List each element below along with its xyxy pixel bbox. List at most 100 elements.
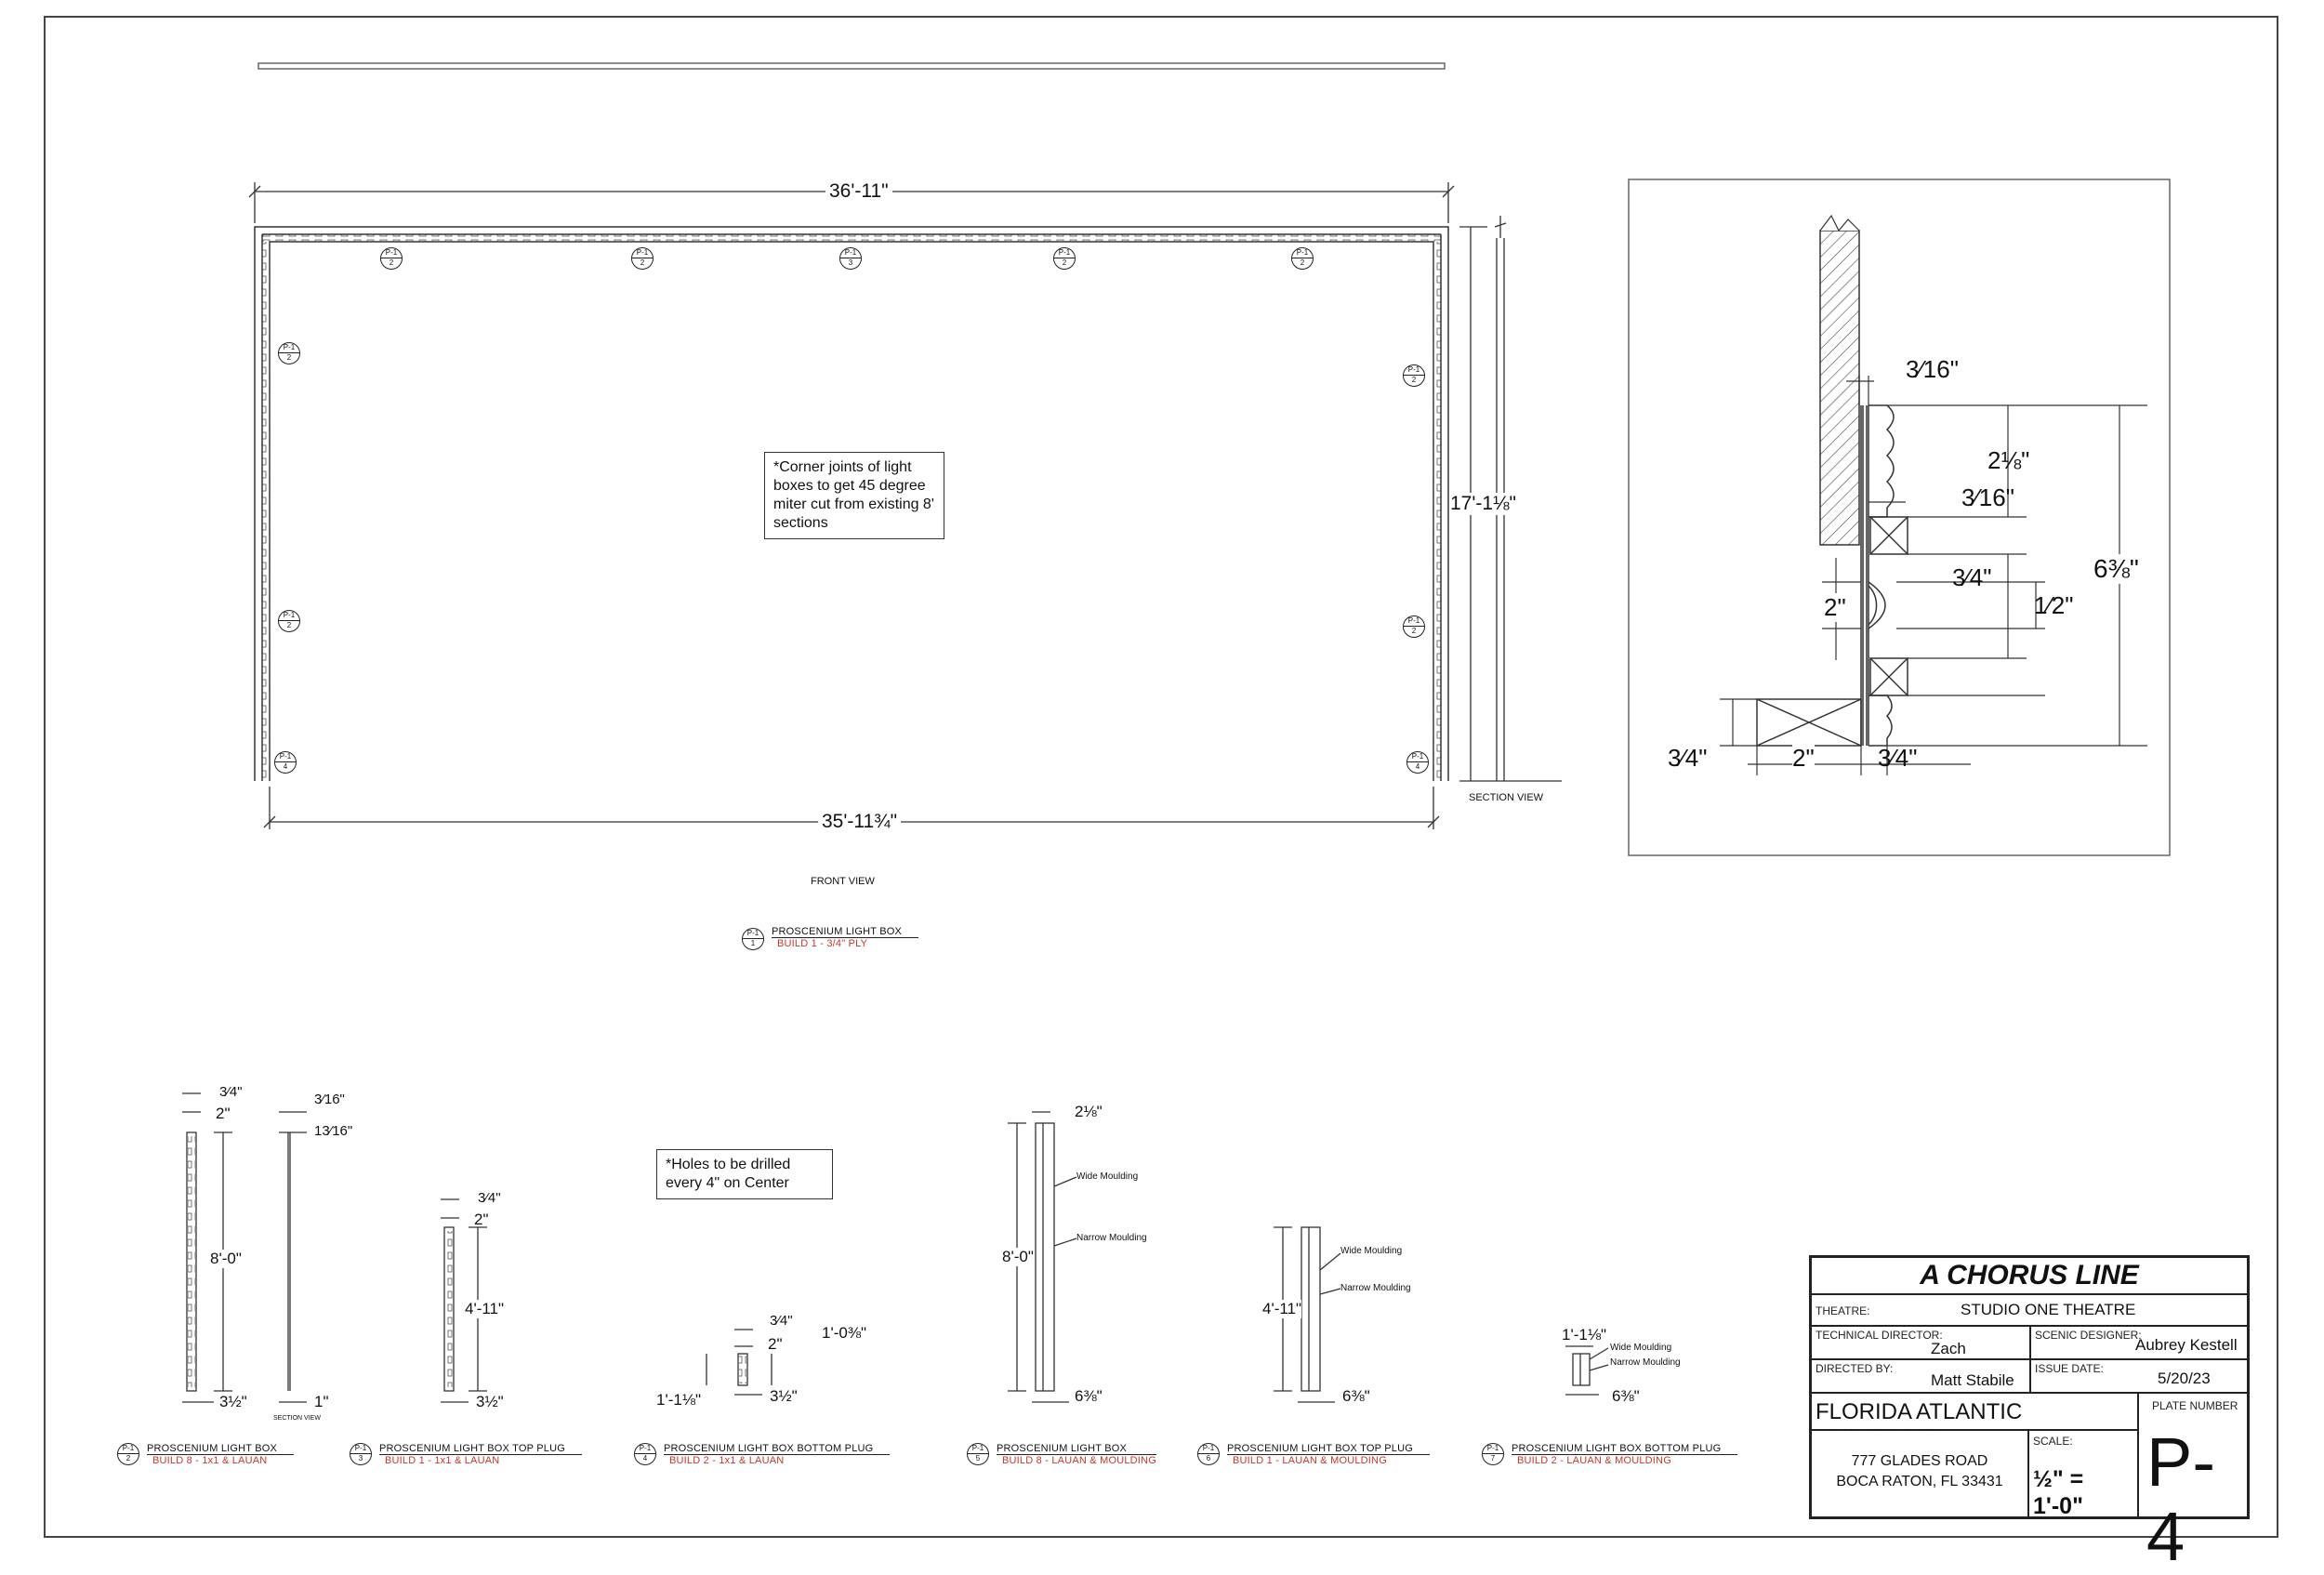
part6-narrow-moulding: Narrow Moulding xyxy=(1340,1283,1411,1293)
part5-top-dim: 2⅛" xyxy=(1075,1103,1103,1120)
part4-width-dim: 2" xyxy=(768,1335,783,1353)
sd-value: Aubrey Kestell xyxy=(2135,1336,2238,1354)
part-2-drawing xyxy=(182,1092,307,1403)
address-line-2: BOCA RATON, FL 33431 xyxy=(1836,1474,2003,1489)
detail-dim: 3⁄4" xyxy=(1878,744,1918,772)
detail-dim: 3⁄4" xyxy=(1952,563,1992,591)
front-width-bottom-dim: 35'-11¾" xyxy=(818,811,902,833)
plate-number: P-4 xyxy=(2146,1423,2215,1575)
title-block-td-cell: TECHNICAL DIRECTOR: Zach Pitchman xyxy=(1811,1326,2030,1376)
part-5-drawing xyxy=(1008,1111,1077,1403)
part2-bottom-dim: 3½" xyxy=(219,1393,247,1410)
title-block-sd-cell: SCENIC DESIGNER: Aubrey Kestell xyxy=(2030,1326,2248,1359)
part3-height-dim: 4'-11" xyxy=(465,1300,505,1318)
td-label: TECHNICAL DIRECTOR: xyxy=(1816,1329,1943,1342)
scale-label: SCALE: xyxy=(2033,1435,2073,1448)
part3-top-dim: 3⁄4" xyxy=(478,1190,501,1206)
title-block-show-cell: A CHORUS LINE xyxy=(1811,1257,2248,1294)
issue-value: 5/20/23 xyxy=(2158,1370,2211,1387)
part6-height-dim: 4'-11" xyxy=(1262,1300,1302,1318)
dir-label: DIRECTED BY: xyxy=(1816,1362,1894,1375)
part2-height-dim: 8'-0" xyxy=(210,1250,242,1268)
holes-note: *Holes to be drilled every 4" on Center xyxy=(656,1149,833,1199)
issue-label: ISSUE DATE: xyxy=(2035,1362,2104,1375)
part2-section-bot-dim: 1" xyxy=(314,1393,329,1410)
scale-value: ½" = 1'-0" xyxy=(2033,1466,2084,1519)
part4-top-dim: 3⁄4" xyxy=(770,1313,793,1329)
detail-dim: 6⅜" xyxy=(2093,554,2139,584)
address-line-1: 777 GLADES ROAD xyxy=(1851,1453,1988,1469)
part3-bottom-dim: 3½" xyxy=(476,1393,504,1410)
detail-dim: 3⁄16" xyxy=(1906,355,1959,383)
part7-narrow-moulding: Narrow Moulding xyxy=(1610,1357,1681,1368)
title-block-plate-cell: PLATE NUMBER P-4 xyxy=(2138,1393,2248,1574)
part7-top-dim: 1'-1⅛" xyxy=(1562,1326,1607,1343)
part2-section-label: SECTION VIEW xyxy=(273,1415,321,1422)
part2-section-top-dim: 3⁄16" xyxy=(314,1092,345,1107)
part2-section-mid-dim: 13⁄16" xyxy=(314,1123,353,1139)
part6-bottom-dim: 6⅜" xyxy=(1342,1387,1370,1405)
part4-height-dim: 1'-0⅜" xyxy=(822,1324,867,1342)
title-block-issue-cell: ISSUE DATE: 5/20/23 xyxy=(2030,1359,2248,1393)
detail-frame xyxy=(1628,179,2171,856)
detail-dim: 3⁄4" xyxy=(1668,744,1708,772)
sheet-border xyxy=(44,16,2278,1538)
front-view-frame xyxy=(254,226,1449,781)
detail-section-drawing xyxy=(1720,214,2147,775)
title-block-school-cell: FLORIDA ATLANTIC UNIVERSITY xyxy=(1811,1393,2138,1450)
theatre-value: STUDIO ONE THEATRE xyxy=(1961,1301,2136,1318)
part5-bottom-dim: 6⅜" xyxy=(1075,1387,1103,1405)
show-title: A CHORUS LINE xyxy=(1920,1260,2139,1290)
part5-height-dim: 8'-0" xyxy=(1002,1248,1034,1266)
front-height-dim: 17'-1⅛" xyxy=(1450,493,1517,515)
theatre-label: THEATRE: xyxy=(1816,1304,1870,1317)
front-view-label: FRONT VIEW xyxy=(811,876,875,887)
part3-width-dim: 2" xyxy=(474,1211,489,1228)
section-view-label: SECTION VIEW xyxy=(1469,792,1544,803)
part-7-drawing xyxy=(1565,1345,1609,1396)
part-4-drawing xyxy=(706,1329,772,1396)
title-block-dir-cell: DIRECTED BY: Matt Stabile xyxy=(1811,1359,2030,1393)
detail-dim: 3⁄16" xyxy=(1961,483,2014,511)
miter-note: *Corner joints of light boxes to get 45 … xyxy=(764,452,944,539)
part2-top-dim: 3⁄4" xyxy=(219,1084,243,1100)
title-block-theatre-cell: THEATRE: STUDIO ONE THEATRE xyxy=(1811,1294,2248,1326)
plate-label: PLATE NUMBER xyxy=(2152,1399,2238,1412)
part5-wide-moulding: Wide Moulding xyxy=(1076,1171,1139,1182)
detail-dim: 2" xyxy=(1824,593,1846,622)
part7-wide-moulding: Wide Moulding xyxy=(1610,1343,1672,1353)
title-block-scale-cell: SCALE: ½" = 1'-0" xyxy=(2028,1430,2138,1519)
title-block-address-cell: 777 GLADES ROAD BOCA RATON, FL 33431 xyxy=(1811,1430,2028,1517)
top-rule xyxy=(257,62,1446,70)
part4-left-dim: 1'-1⅛" xyxy=(656,1391,702,1409)
sd-label: SCENIC DESIGNER: xyxy=(2035,1329,2142,1342)
part4-bottom-dim: 3½" xyxy=(770,1387,798,1405)
part5-narrow-moulding: Narrow Moulding xyxy=(1076,1233,1147,1243)
